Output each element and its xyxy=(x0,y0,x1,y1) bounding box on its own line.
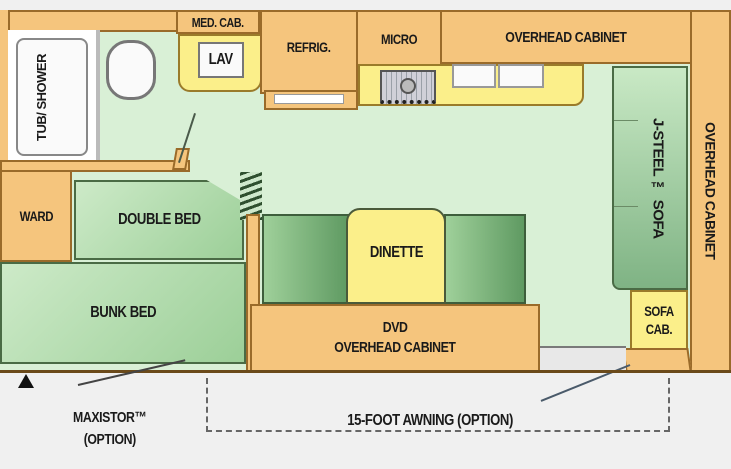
bunk-bed-label: BUNK BED xyxy=(90,304,156,321)
bath-bottom-wall xyxy=(0,160,190,172)
lav-label: LAV xyxy=(208,51,234,68)
bunk-bed: BUNK BED xyxy=(0,262,246,364)
sofa-cushion-divider xyxy=(614,120,638,121)
front-arrow-icon xyxy=(18,374,34,388)
tub-shower: TUB/ SHOWER xyxy=(16,38,88,156)
dinette-table: DINETTE xyxy=(346,208,446,304)
trailer-bottom-wall xyxy=(0,370,731,373)
sofa-label: J-STEEL ™ SOFA xyxy=(649,117,667,239)
overhead-cabinet-top-label: OVERHEAD CABINET xyxy=(505,28,627,46)
j-steel-sofa: J-STEEL ™ SOFA xyxy=(612,66,688,290)
med-cabinet: MED. CAB. xyxy=(176,10,260,34)
awning-annotation: 15-FOOT AWNING (OPTION) xyxy=(260,408,600,434)
med-cab-label: MED. CAB. xyxy=(192,14,244,30)
overhead-cabinet-bottom-label: OVERHEAD CABINET xyxy=(334,339,456,356)
refrig-label: REFRIG. xyxy=(287,39,331,55)
lav-sink: LAV xyxy=(198,42,244,78)
awning-label: 15-FOOT AWNING (OPTION) xyxy=(343,412,517,430)
microwave: MICRO xyxy=(356,10,442,68)
dvd-label: DVD xyxy=(382,319,408,336)
tub-shower-label: TUB/ SHOWER xyxy=(34,53,49,141)
dinette-label: DINETTE xyxy=(369,244,423,261)
dvd-overhead-cabinet: DVD OVERHEAD CABINET xyxy=(250,304,540,372)
dinette-seat-left xyxy=(262,214,350,304)
sofa-cabinet: SOFA CAB. xyxy=(630,290,688,350)
overhead-cabinet-right-label: OVERHEAD CABINET xyxy=(702,122,719,260)
overhead-cabinet-top: OVERHEAD CABINET xyxy=(440,10,692,64)
toilet-icon xyxy=(106,40,156,100)
sofa-cab-label: SOFA CAB. xyxy=(644,303,674,337)
dinette-seat-right xyxy=(444,214,526,304)
kitchen-sink-left xyxy=(452,64,496,88)
refrig-door xyxy=(274,94,344,104)
double-bed: DOUBLE BED xyxy=(74,180,244,260)
wardrobe: WARD xyxy=(0,170,72,262)
burner-icon xyxy=(400,78,416,94)
overhead-cabinet-right: OVERHEAD CABINET xyxy=(690,10,731,372)
entry-steps-icon xyxy=(240,172,262,220)
maxistor-label: MAXISTOR™ xyxy=(73,409,147,426)
double-bed-label: DOUBLE BED xyxy=(117,211,201,228)
sofa-cab-base xyxy=(622,348,692,372)
maxistor-annotation: MAXISTOR™ (OPTION) xyxy=(50,404,170,454)
stove-icon xyxy=(380,70,436,104)
entry-door-area xyxy=(540,346,626,372)
awning-outline xyxy=(206,378,670,432)
kitchen-sink-right xyxy=(498,64,544,88)
maxistor-option-label: (OPTION) xyxy=(83,431,137,448)
bath-top-wall xyxy=(0,10,178,32)
sofa-cushion-divider xyxy=(614,206,638,207)
micro-label: MICRO xyxy=(380,31,418,47)
refrigerator: REFRIG. xyxy=(260,10,358,94)
ward-label: WARD xyxy=(19,208,53,224)
